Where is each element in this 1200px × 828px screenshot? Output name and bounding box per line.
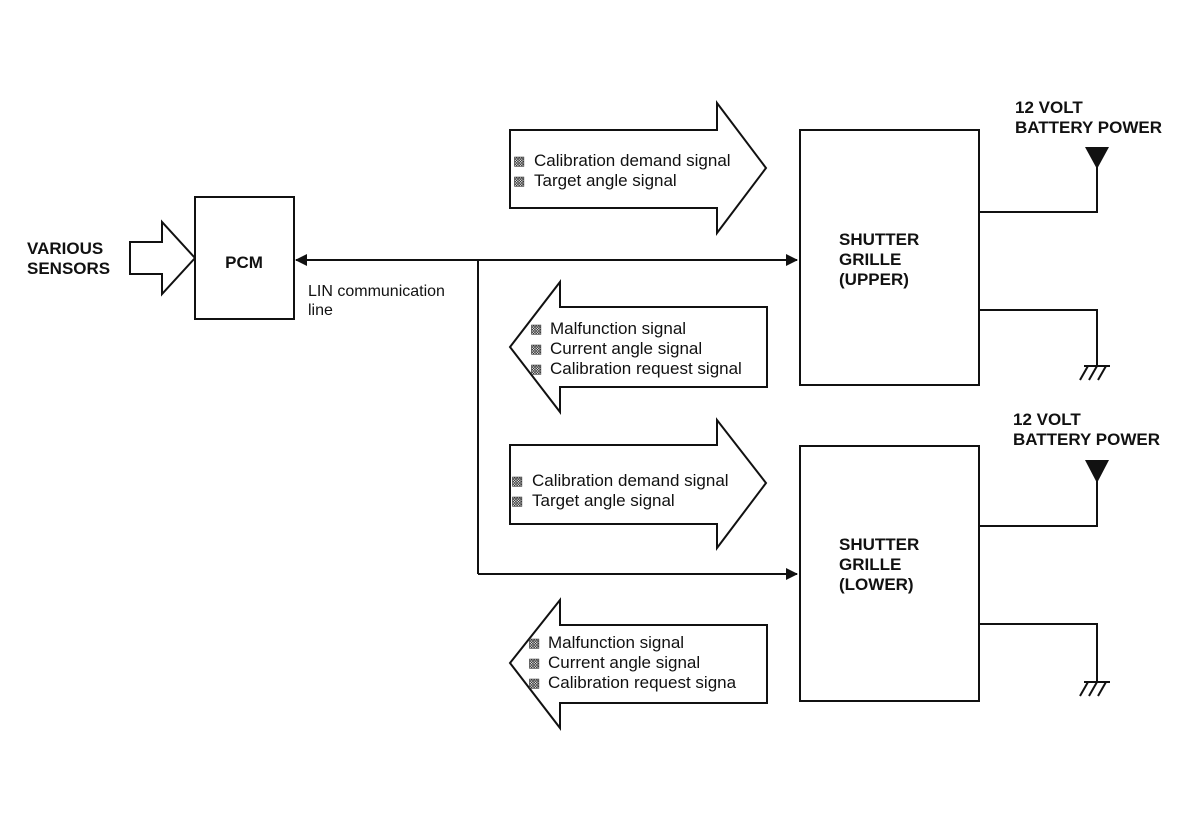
lower-in-signal-1: Malfunction signal [548,633,684,652]
lin-label-line2: line [308,302,333,319]
upper-incoming-signal-arrow [508,279,768,415]
shutter-grille-lower-box [799,445,980,702]
lower-out-signal-2: Target angle signal [532,491,675,510]
pcm-box [194,196,295,320]
lin-label-line1: LIN communication [308,283,445,300]
upper-power-label-line2: BATTERY POWER [1015,118,1162,137]
lower-out-bullet-2: ▩ [511,494,523,509]
upper-in-signal-2: Current angle signal [550,339,702,358]
lower-out-bullet-1: ▩ [511,474,523,489]
pcm-label: PCM [225,253,263,272]
upper-power-wire [979,167,1098,213]
upper-out-bullet-1: ▩ [513,154,525,169]
lower-title-line1: SHUTTER [839,535,919,554]
upper-ground-wire [979,309,1098,365]
sensors-input-arrow [129,219,197,297]
lower-battery-power-symbol [1085,460,1109,483]
upper-in-signal-1: Malfunction signal [550,319,686,338]
upper-title-line1: SHUTTER [839,230,919,249]
upper-out-signal-1: Calibration demand signal [534,151,731,170]
upper-out-signal-2: Target angle signal [534,171,677,190]
lower-incoming-signal-arrow [508,597,768,731]
upper-battery-power-symbol [1085,147,1109,169]
lower-power-wire [979,481,1098,527]
lower-out-signal-1: Calibration demand signal [532,471,729,490]
upper-power-label-line1: 12 VOLT [1015,98,1083,117]
lower-outgoing-signal-arrow [509,417,768,551]
upper-in-bullet-1: ▩ [530,322,542,337]
lower-in-bullet-2: ▩ [528,656,540,671]
upper-outgoing-signal-arrow [509,100,768,236]
lower-title-line2: GRILLE [839,555,901,574]
upper-title-line3: (UPPER) [839,270,909,289]
shutter-grille-upper-box [799,129,980,386]
upper-out-bullet-2: ▩ [513,174,525,189]
upper-in-signal-3: Calibration request signal [550,359,742,378]
lower-power-label-line1: 12 VOLT [1013,410,1081,429]
lower-title-line3: (LOWER) [839,575,914,594]
lower-ground-symbol [1079,681,1110,697]
lower-power-label-line2: BATTERY POWER [1013,430,1160,449]
lower-in-bullet-3: ▩ [528,676,540,691]
upper-in-bullet-2: ▩ [530,342,542,357]
upper-title-line2: GRILLE [839,250,901,269]
lower-in-bullet-1: ▩ [528,636,540,651]
upper-ground-symbol [1079,365,1110,381]
lower-ground-wire [979,623,1098,681]
upper-in-bullet-3: ▩ [530,362,542,377]
sensors-label-line1: VARIOUS [27,239,103,258]
sensors-label-line2: SENSORS [27,259,110,278]
lower-in-signal-2: Current angle signal [548,653,700,672]
lower-in-signal-3: Calibration request signa [548,673,737,692]
